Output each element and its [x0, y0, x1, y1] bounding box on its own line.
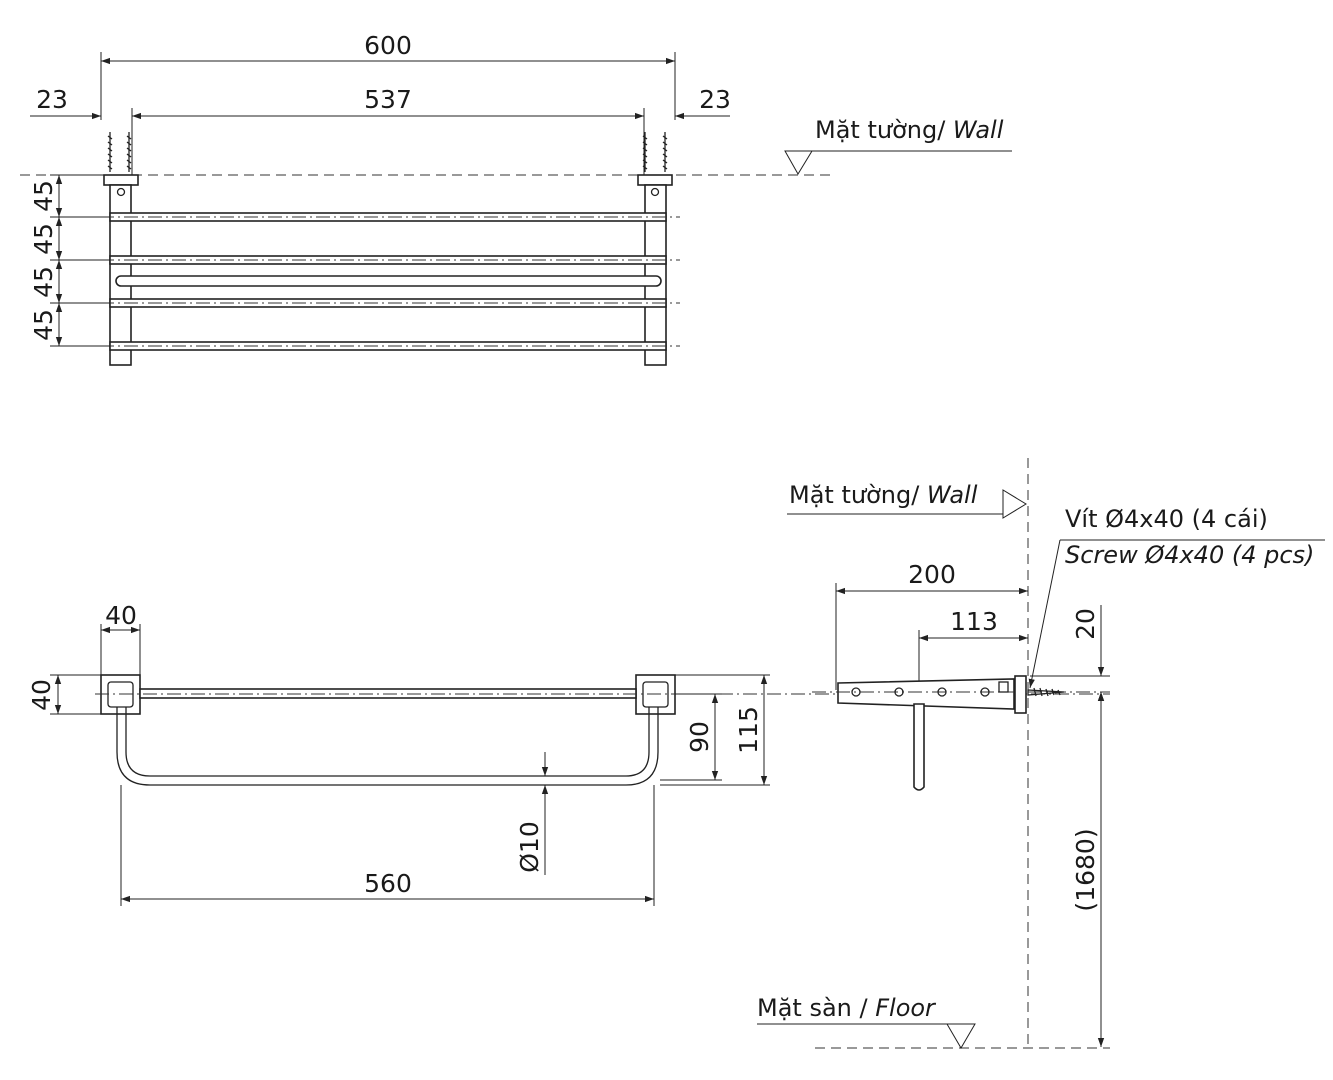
dim-spacing-4: 45 — [29, 309, 58, 341]
dim-arm: 113 — [950, 607, 998, 636]
screw-hole-icon — [116, 187, 126, 197]
u-bar-inner — [125, 707, 650, 777]
dim-spacing-1: 45 — [29, 180, 58, 212]
arm-bracket-detail — [998, 681, 1009, 693]
dim-drop: 90 — [685, 721, 714, 753]
rail-section-icon — [894, 687, 904, 697]
floor-label: Mặt sàn / Floor — [757, 994, 937, 1022]
side-arm — [837, 678, 1015, 710]
screw-label: Vít Ø4x40 (4 cái) — [1065, 505, 1268, 533]
screw-icon — [1027, 687, 1065, 697]
screw-hole-icon — [650, 187, 660, 197]
dim-left-offset: 23 — [36, 85, 68, 114]
wall-plate-right — [637, 174, 673, 186]
dim-overall-width: 600 — [364, 31, 412, 60]
dim-right-offset: 23 — [699, 85, 731, 114]
wall-label-side: Mặt tường/ Wall — [789, 481, 978, 509]
dim-post-width: 40 — [105, 601, 137, 630]
top-view: 600 537 23 23 Mặt tường/ Wall — [20, 31, 1012, 366]
dim-depth: 200 — [908, 560, 956, 589]
dim-diameter: Ø10 — [515, 821, 544, 873]
dim-mount-height: (1680) — [1071, 828, 1100, 911]
front-view: 40 40 90 115 Ø10 560 — [27, 601, 1110, 906]
bracket-left — [109, 184, 132, 366]
dim-post-height: 40 — [27, 679, 56, 711]
bracket-right — [644, 184, 667, 366]
wall-label-top: Mặt tường/ Wall — [815, 116, 1004, 144]
wall-marker-icon — [784, 150, 813, 175]
side-wall-plate — [1014, 675, 1027, 714]
side-hanger — [913, 703, 925, 791]
rail-section-icon — [937, 687, 947, 697]
dim-offset: 20 — [1071, 608, 1100, 640]
screw-icon — [107, 132, 668, 172]
rail-section-icon — [851, 687, 861, 697]
side-view: Mặt tường/ Wall Vít Ø4x40 (4 cái) Screw … — [757, 458, 1325, 1050]
u-bar-outer — [116, 707, 659, 786]
wall-marker-icon — [1002, 489, 1027, 519]
wall-plate-left — [103, 174, 139, 186]
floor-marker-icon — [946, 1023, 976, 1049]
dim-bar-length: 560 — [364, 869, 412, 898]
dim-spacing-3: 45 — [29, 266, 58, 298]
screw-label-en: Screw Ø4x40 (4 pcs) — [1065, 541, 1314, 569]
screw-leader-line — [1028, 539, 1061, 689]
rail-section-icon — [980, 687, 990, 697]
dim-total-height: 115 — [734, 706, 763, 754]
dim-spacing-2: 45 — [29, 223, 58, 255]
towel-bar — [115, 275, 662, 287]
dim-inner-width: 537 — [364, 85, 412, 114]
